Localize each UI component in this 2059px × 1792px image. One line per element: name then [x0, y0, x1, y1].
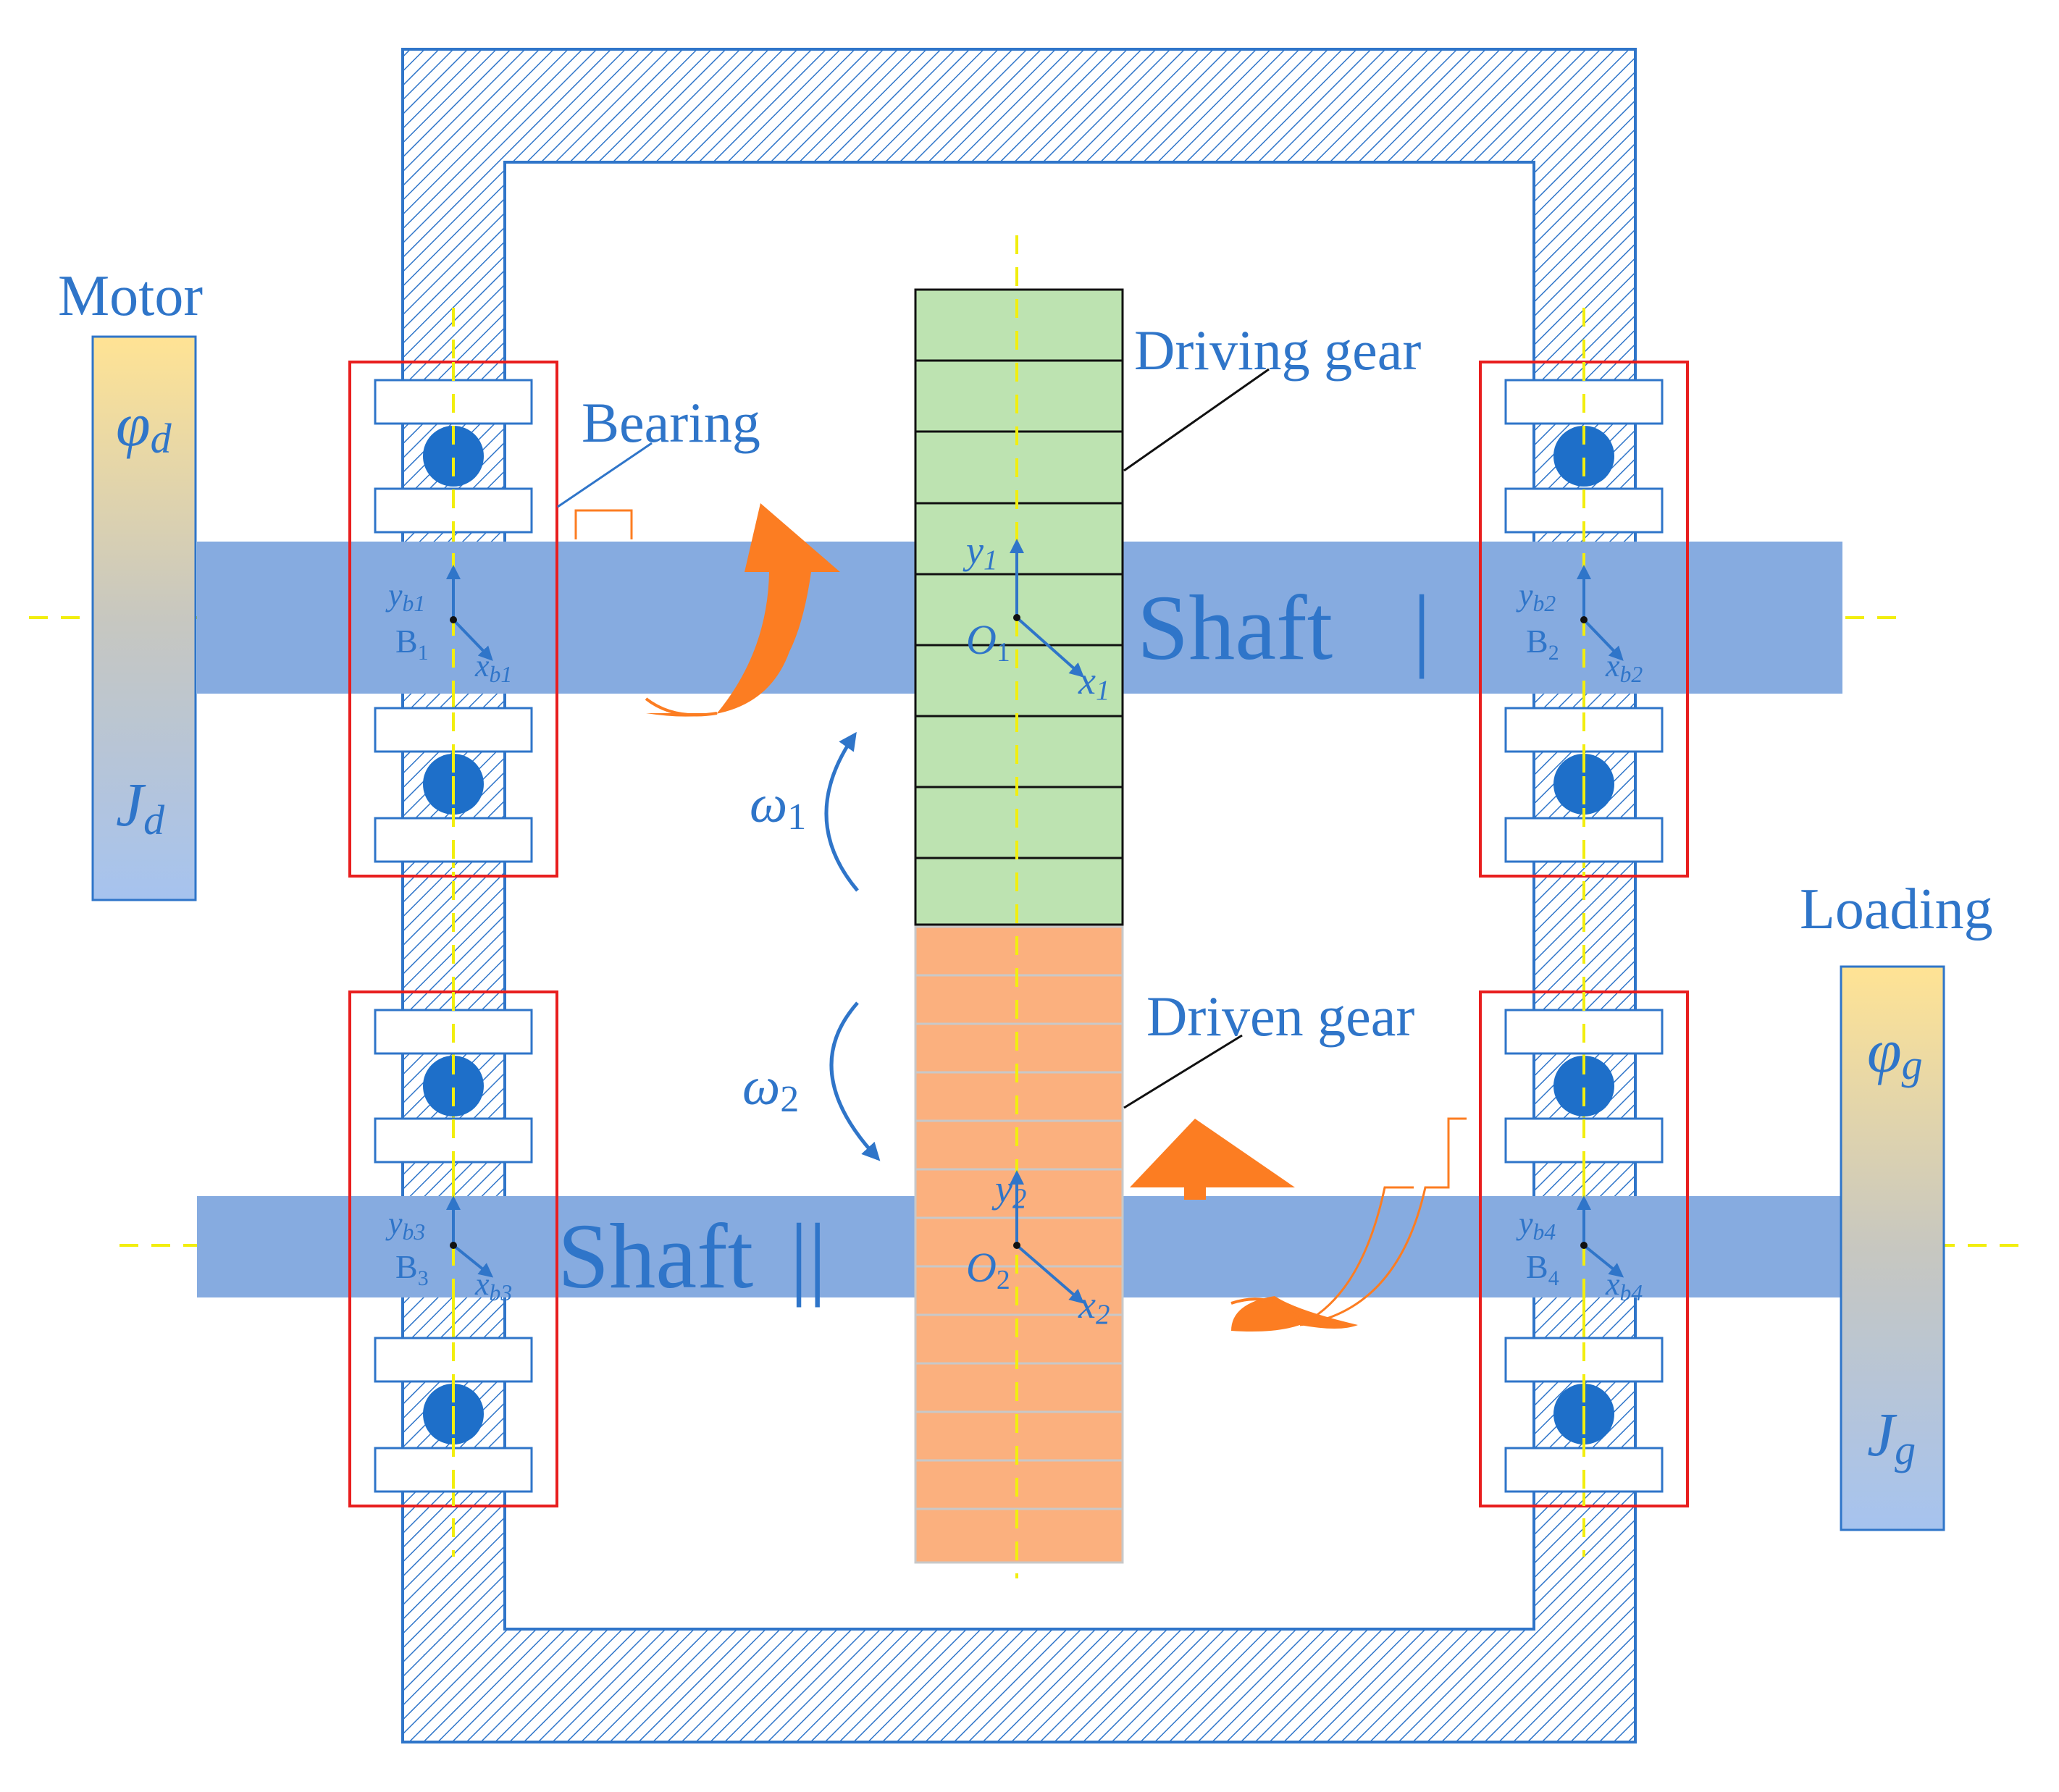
- axis-y-label: yb2: [1516, 577, 1556, 616]
- J-g-symbol: Jg: [1867, 1400, 1916, 1473]
- axis-x-label: xb1: [474, 648, 512, 687]
- axis-origin-label: B3: [395, 1248, 429, 1290]
- axis-y-label: y1: [963, 529, 997, 576]
- motor-inertia-block: [91, 335, 197, 901]
- bearing-b3: [348, 990, 558, 1507]
- driving-gear: [914, 288, 1124, 926]
- axis-x-label: xb2: [1605, 648, 1643, 687]
- axis-y-label: yb1: [385, 577, 425, 616]
- axes-b3: yb3 xb3 B3: [385, 1195, 512, 1305]
- shaft-2-label: Shaft||: [558, 1205, 826, 1308]
- motor-label: Motor: [58, 264, 203, 328]
- axis-origin-label: O1: [966, 616, 1010, 668]
- axis-origin-label: B1: [395, 623, 429, 665]
- bearing-b4: [1479, 990, 1689, 1507]
- axis-y-label: y2: [991, 1167, 1026, 1214]
- axis-origin-label: B4: [1526, 1248, 1559, 1290]
- axis-y-label: yb4: [1516, 1206, 1556, 1245]
- axis-origin-label: O2: [966, 1244, 1010, 1295]
- omega-2-arrow: [829, 1001, 881, 1161]
- omega-1-arrow: [824, 731, 859, 892]
- omega-2-symbol: ω2: [742, 1057, 799, 1120]
- axis-y-label: yb3: [385, 1206, 425, 1245]
- torque-arrow-shaft-1: [574, 503, 840, 717]
- bearing-b1: [348, 361, 558, 878]
- J-d-symbol: Jd: [116, 770, 165, 844]
- loading-inertia-block: [1840, 965, 1945, 1531]
- driven-gear-label: Driven gear: [1146, 985, 1414, 1048]
- loading-label: Loading: [1800, 878, 1993, 941]
- bearing-ball: [1553, 1056, 1614, 1116]
- driven-gear-leader-line: [1123, 1034, 1243, 1109]
- coordinate-axes: yb1 xb1 B1 yb2 xb2 B2 yb3 xb3 B3 yb4 xb4 B4 y1 x1 O1 y2…: [385, 529, 1643, 1330]
- phi-g-symbol: φg: [1867, 1016, 1923, 1088]
- torque-arrow-shaft-2: [1130, 1117, 1467, 1332]
- axes-b4: yb4 xb4 B4: [1516, 1195, 1643, 1305]
- axis-x-label: x1: [1078, 659, 1110, 706]
- shaft-1-label: Shaft|: [1137, 576, 1431, 679]
- axis-x-label: x2: [1078, 1283, 1110, 1330]
- bearing-ball: [423, 426, 484, 487]
- bearing-ball: [423, 1056, 484, 1116]
- axes-b2: yb2 xb2 B2: [1516, 565, 1643, 687]
- driving-gear-label: Driving gear: [1134, 319, 1421, 382]
- bearing-label: Bearing: [582, 391, 760, 454]
- axes-o1: y1 x1 O1: [963, 529, 1110, 706]
- axis-x-label: xb3: [474, 1266, 512, 1305]
- phi-d-symbol: φd: [116, 390, 172, 462]
- axes-b1: yb1 xb1 B1: [385, 565, 512, 687]
- driving-gear-leader-line: [1123, 368, 1270, 472]
- omega-1-symbol: ω1: [750, 775, 806, 838]
- bearing-leader-line: [557, 442, 653, 508]
- bearings: [348, 361, 1689, 1507]
- axis-x-label: xb4: [1605, 1266, 1643, 1305]
- axes-o2: y2 x2 O2: [966, 1167, 1110, 1330]
- bearing-ball: [1553, 426, 1614, 487]
- axis-origin-label: B2: [1526, 623, 1559, 665]
